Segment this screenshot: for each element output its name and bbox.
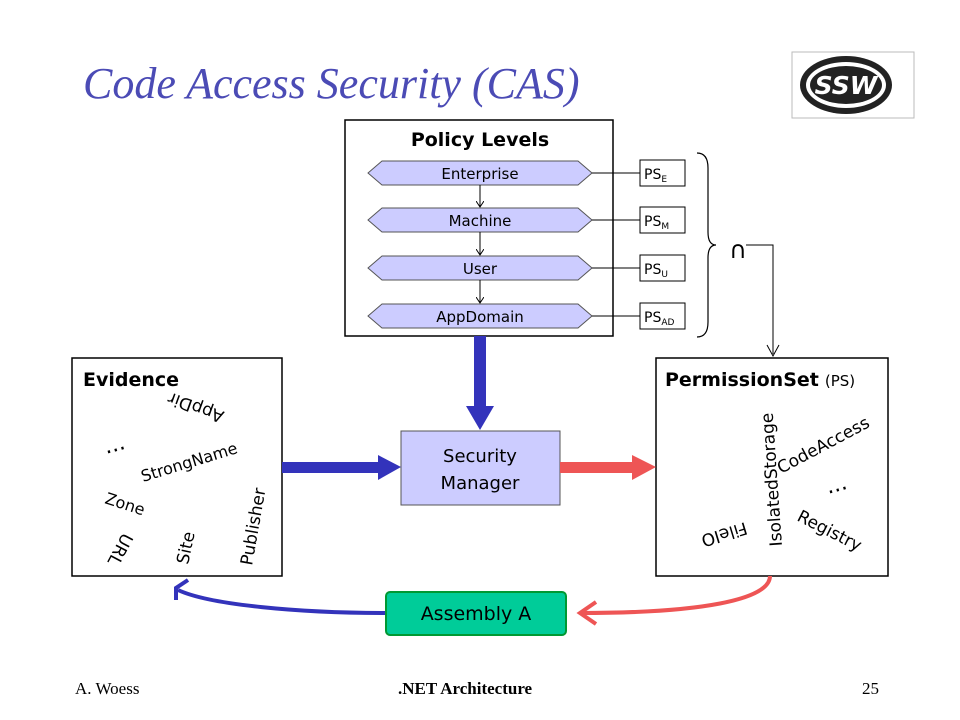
evidence-to-manager-arrow (282, 455, 401, 480)
policy-level-enterprise: Enterprise (367, 160, 593, 186)
security-manager: Security Manager (400, 430, 561, 506)
footer-course: .NET Architecture (398, 679, 533, 698)
ps-enterprise: PSE (639, 159, 686, 187)
policy-level-appdomain: AppDomain (367, 303, 593, 329)
policy-to-manager-arrow (466, 336, 494, 430)
level-label: Enterprise (441, 165, 518, 183)
footer-author: A. Woess (75, 679, 140, 698)
manager-to-permission-arrow (560, 455, 656, 480)
ssw-logo: SSW (791, 51, 915, 119)
policy-levels-heading: Policy Levels (411, 129, 549, 151)
svg-text:PSE: PSE (644, 167, 667, 185)
policy-level-machine: Machine (367, 207, 593, 233)
intersection-arrowhead (766, 344, 780, 358)
intersection-brace (696, 152, 717, 338)
permissionset-box (655, 357, 889, 577)
svg-text:PSU: PSU (644, 262, 668, 280)
footer-page-number: 25 (862, 679, 879, 698)
svg-text:Security: Security (443, 446, 517, 467)
svg-text:Manager: Manager (441, 473, 520, 494)
slide-title: Code Access Security (CAS) (83, 59, 580, 108)
assembly-a: Assembly A (385, 591, 567, 636)
level-label: AppDomain (436, 308, 524, 326)
svg-text:Assembly A: Assembly A (421, 603, 532, 625)
permission-to-assembly-arrow (576, 575, 772, 626)
level-label: Machine (449, 212, 512, 230)
evidence-box (71, 357, 283, 577)
policy-level-user: User (367, 255, 593, 281)
svg-text:PSAD: PSAD (644, 310, 675, 328)
evidence-heading: Evidence (83, 369, 179, 391)
intersection-symbol: ∩ (729, 236, 747, 264)
ps-user: PSU (639, 254, 686, 282)
ps-appdomain: PSAD (639, 302, 686, 330)
svg-text:PSM: PSM (644, 214, 669, 232)
intersection-connector (746, 244, 774, 354)
permissionset-title: PermissionSet(PS) (665, 369, 855, 391)
ps-machine: PSM (639, 206, 686, 234)
logo-text: SSW (815, 71, 879, 100)
level-label: User (463, 260, 498, 278)
assembly-to-evidence-arrow (174, 578, 387, 615)
